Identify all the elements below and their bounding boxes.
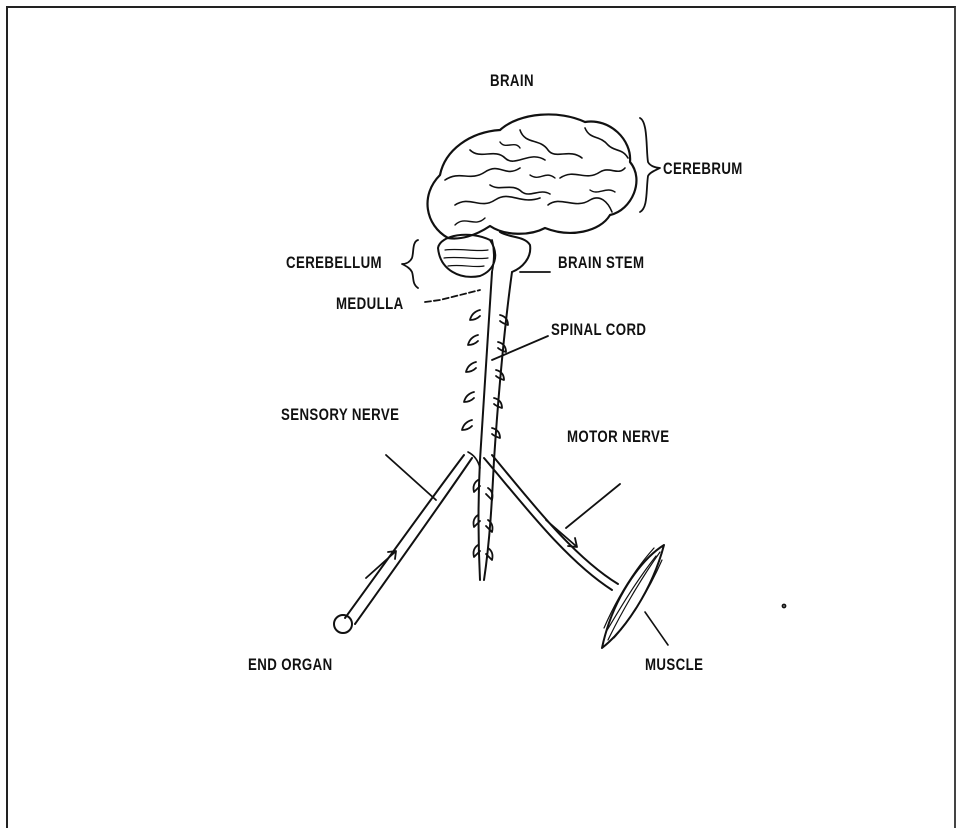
spinal-cord-drawing: [462, 232, 530, 580]
label-brain-stem: BRAIN STEM: [558, 253, 644, 273]
label-brain: BRAIN: [490, 71, 534, 91]
muscle-drawing: [602, 545, 668, 648]
label-medulla: MEDULLA: [336, 294, 404, 314]
label-sensory-nerve: SENSORY NERVE: [281, 405, 399, 425]
label-spinal-cord: SPINAL CORD: [551, 320, 646, 340]
cerebrum-drawing: [428, 114, 637, 238]
label-muscle: MUSCLE: [645, 655, 703, 675]
sensory-nerve-drawing: [334, 452, 480, 633]
label-end-organ: END ORGAN: [248, 655, 333, 675]
label-cerebellum: CEREBELLUM: [286, 253, 382, 273]
label-motor-nerve: MOTOR NERVE: [567, 427, 670, 447]
cerebellum-drawing: [438, 235, 495, 277]
motor-nerve-drawing: [484, 455, 620, 590]
label-cerebrum: CEREBRUM: [663, 159, 743, 179]
